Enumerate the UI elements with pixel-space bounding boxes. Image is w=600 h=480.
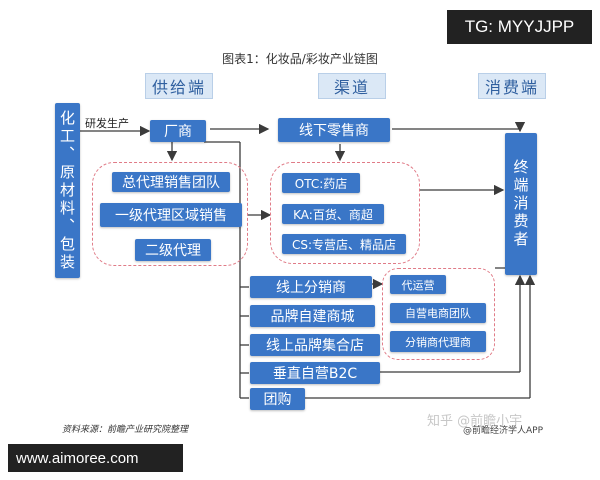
services-group <box>382 268 495 360</box>
service-operation: 代运营 <box>390 275 446 294</box>
footer-url-tag: www.aimoree.com <box>8 444 183 472</box>
source-note: 资料来源：前瞻产业研究院整理 <box>62 425 189 435</box>
diagram-title: 图表1：化妆品/彩妆产业链图 <box>222 52 378 66</box>
app-mark: @前瞻经济学人APP <box>463 426 544 436</box>
end-consumer-box: 终端消费者 <box>505 133 537 275</box>
vertical-b2c-box: 垂直自营B2C <box>250 362 380 384</box>
offline-retail-box: 线下零售商 <box>278 118 390 142</box>
header-supply: 供给端 <box>145 73 213 99</box>
agents-group <box>92 162 248 266</box>
watermark-tag: TG: MYYJJPP <box>447 10 592 44</box>
online-distributor-box: 线上分销商 <box>250 276 372 298</box>
agent-item-general: 总代理销售团队 <box>112 172 230 192</box>
service-own-ecom: 自营电商团队 <box>390 303 486 323</box>
brand-mall-box: 品牌自建商城 <box>250 305 375 327</box>
edge-label-rnd: 研发生产 <box>85 117 129 130</box>
service-distributor: 分销商代理商 <box>390 331 486 352</box>
offline-channel-ka: KA:百货、商超 <box>282 204 384 224</box>
offline-channel-otc: OTC:药店 <box>282 173 360 193</box>
agent-item-level1: 一级代理区域销售 <box>100 203 242 227</box>
zhihu-mark: 知乎 @前瞻小宇 <box>427 414 523 429</box>
raw-material-box: 化工、原材料、包装 <box>55 103 80 278</box>
manufacturer-box: 厂商 <box>150 120 206 142</box>
offline-channel-cs: CS:专营店、精品店 <box>282 234 406 254</box>
agent-item-level2: 二级代理 <box>135 239 211 261</box>
offline-channels-group <box>270 162 420 264</box>
header-channel: 渠道 <box>318 73 386 99</box>
header-consumer: 消费端 <box>478 73 546 99</box>
group-buy-box: 团购 <box>250 388 305 410</box>
online-brand-store-box: 线上品牌集合店 <box>250 334 380 356</box>
